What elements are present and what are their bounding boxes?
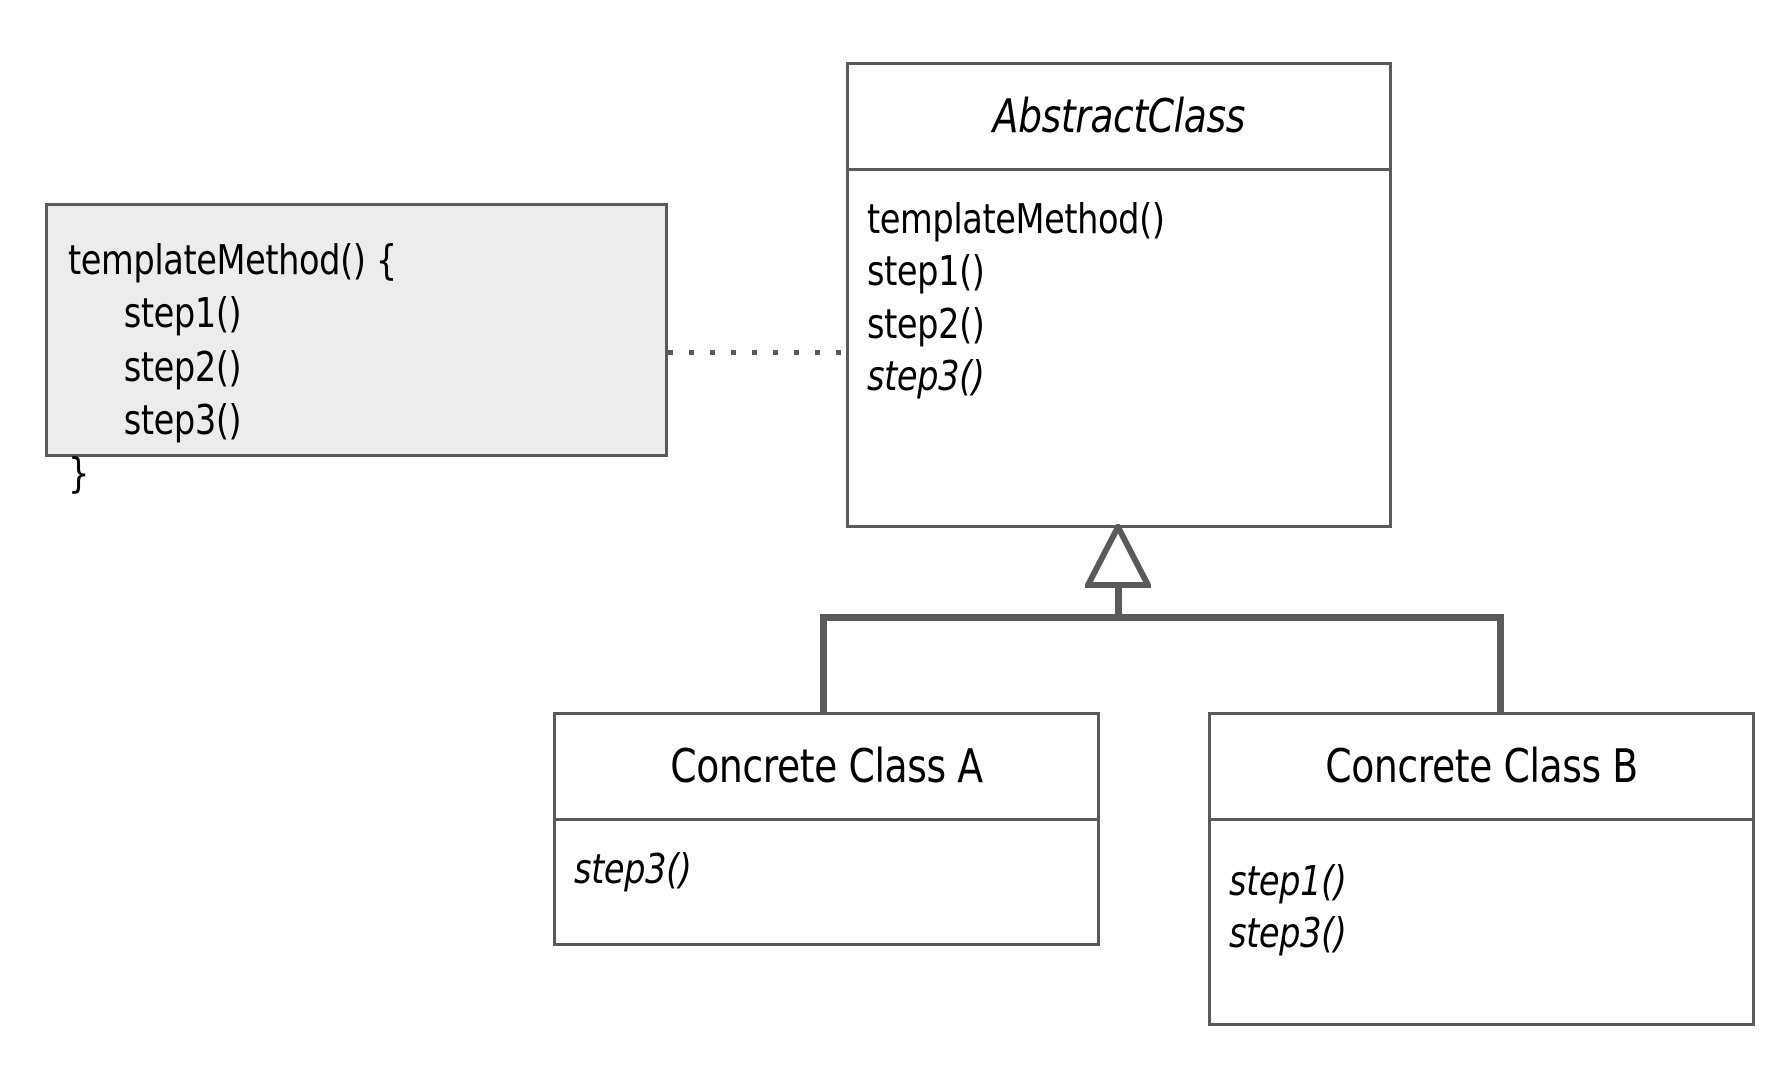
- class-box-concrete-class-b[interactable]: Concrete Class B step1() step3(): [1208, 712, 1755, 1026]
- note-line: }: [68, 449, 89, 498]
- inheritance-branch-to-concrete-b: [1497, 614, 1504, 714]
- note-line: templateMethod() {: [68, 236, 397, 284]
- class-members-abstract-class: templateMethod() step1() step2() step3(): [849, 171, 1389, 525]
- class-member: step3(): [574, 845, 692, 893]
- class-box-abstract-class[interactable]: AbstractClass templateMethod() step1() s…: [846, 62, 1392, 528]
- inheritance-triangle-icon: [1083, 520, 1153, 588]
- class-member: step3(): [867, 352, 985, 401]
- class-box-concrete-class-a[interactable]: Concrete Class A step3(): [553, 712, 1100, 946]
- class-member: step1(): [1229, 857, 1347, 905]
- note-anchor-dotted-line: [668, 350, 848, 355]
- inheritance-stem: [1115, 585, 1122, 620]
- note-line: step3(): [123, 395, 242, 444]
- class-member: step2(): [867, 299, 985, 348]
- class-member: step3(): [1229, 909, 1347, 958]
- note-line: step2(): [123, 342, 242, 391]
- class-member: step1(): [867, 247, 985, 296]
- inheritance-branch-to-concrete-a: [820, 614, 827, 714]
- class-members-concrete-class-a: step3(): [556, 821, 1097, 943]
- class-header-concrete-class-b: Concrete Class B: [1211, 715, 1752, 821]
- note-box-template-method[interactable]: templateMethod() { step1() step2() step3…: [45, 203, 668, 497]
- class-name-abstract-class: AbstractClass: [992, 89, 1246, 144]
- inheritance-triangle-svg: [1083, 520, 1153, 588]
- note-line: step1(): [123, 289, 242, 338]
- class-header-concrete-class-a: Concrete Class A: [556, 715, 1097, 821]
- class-member: templateMethod(): [867, 195, 1165, 243]
- class-header-abstract-class: AbstractClass: [849, 65, 1389, 171]
- class-name-concrete-class-b: Concrete Class B: [1325, 739, 1638, 794]
- class-members-concrete-class-b: step1() step3(): [1211, 821, 1752, 1023]
- inheritance-horizontal-bar: [820, 614, 1504, 621]
- class-name-concrete-class-a: Concrete Class A: [670, 739, 983, 794]
